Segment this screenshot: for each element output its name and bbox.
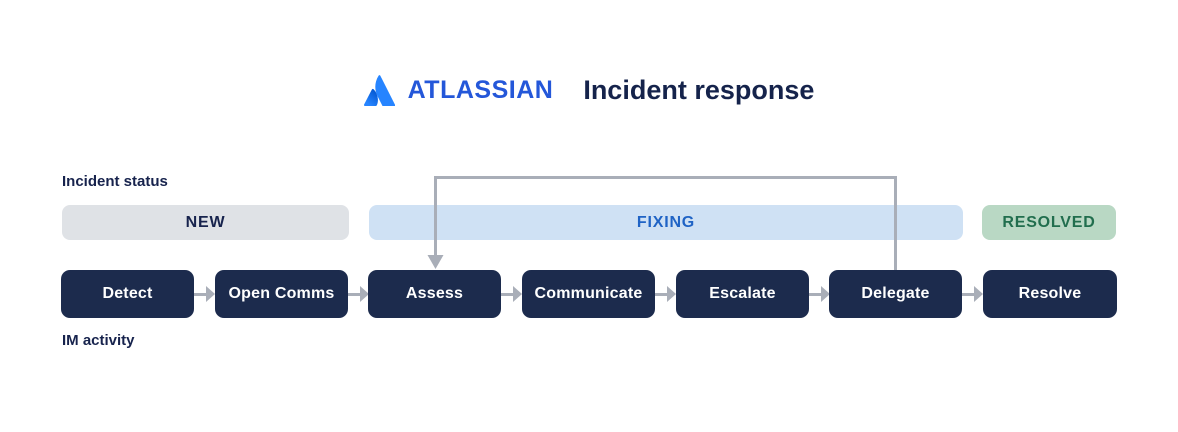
arrow-stem [348,292,360,296]
step-box-communicate: Communicate [522,270,655,318]
brand-wordmark: ATLASSIAN [407,75,554,104]
step-box-detect: Detect [61,270,194,318]
arrow-head [667,286,676,302]
arrow-stem [809,292,821,296]
status-bar-fixing: FIXING [369,205,963,240]
step-box-resolve: Resolve [983,270,1117,318]
atlassian-logo-icon [363,74,395,106]
arrow-stem [194,292,206,296]
arrow-head [974,286,983,302]
arrow-head [513,286,522,302]
step-box-assess: Assess [368,270,501,318]
arrow-stem [501,292,513,296]
arrow-head [360,286,369,302]
arrow-head [821,286,830,302]
status-bar-new: NEW [62,205,349,240]
page-title: Incident response [583,74,815,105]
arrow-right-icon [194,286,215,302]
incident-status-label: Incident status [62,173,168,190]
arrow-right-icon [809,286,830,302]
step-box-escalate: Escalate [676,270,809,318]
status-bar-resolved: RESOLVED [982,205,1116,240]
arrow-head [206,286,215,302]
arrow-right-icon [501,286,522,302]
step-box-open-comms: Open Comms [215,270,348,318]
arrow-right-icon [655,286,676,302]
header: ATLASSIAN Incident response [0,68,1178,112]
arrow-stem [962,292,974,296]
step-box-delegate: Delegate [829,270,962,318]
arrow-stem [655,292,667,296]
arrow-right-icon [962,286,983,302]
arrow-right-icon [348,286,369,302]
im-activity-label: IM activity [62,332,135,349]
